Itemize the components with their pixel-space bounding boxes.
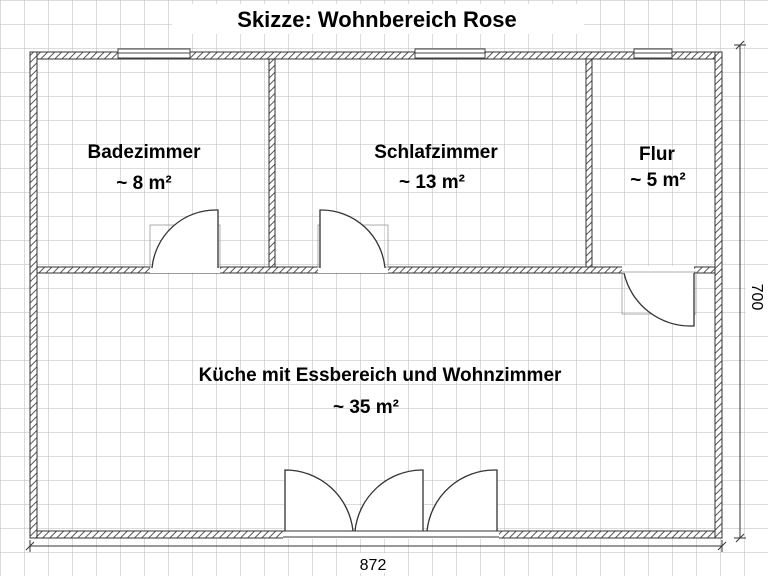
room-labels: Badezimmer ~ 8 m² Schlafzimmer ~ 13 m² F…: [88, 142, 686, 418]
door-entrance-1: [284, 469, 354, 532]
room-area-bath: ~ 8 m²: [116, 173, 171, 194]
plan-title: Skizze: Wohnbereich Rose: [237, 7, 517, 32]
wall-right: [714, 51, 723, 539]
room-name-bedroom: Schlafzimmer: [374, 142, 498, 163]
wall-interior-bath-bed: [268, 58, 276, 268]
door-bath: [151, 209, 219, 269]
dimension-height-label: 700: [748, 284, 765, 311]
dimension-height: [734, 40, 746, 543]
wall-left: [29, 51, 38, 539]
door-bedroom: [319, 209, 386, 269]
door-entrance-2: [354, 469, 424, 532]
room-area-hall: ~ 5 m²: [630, 170, 685, 191]
wall-interior-bed-hall: [585, 58, 593, 268]
room-area-living: ~ 35 m²: [333, 397, 399, 418]
dimension-width: [25, 540, 727, 552]
room-area-bedroom: ~ 13 m²: [399, 172, 465, 193]
dimension-width-label: 872: [360, 557, 387, 574]
room-name-living: Küche mit Essbereich und Wohnzimmer: [199, 365, 562, 386]
windows: [117, 48, 673, 59]
doors: [149, 209, 697, 539]
door-entrance-3: [426, 469, 498, 532]
room-name-bath: Badezimmer: [88, 142, 202, 163]
door-hall: [623, 272, 695, 327]
room-name-hall: Flur: [639, 144, 675, 165]
